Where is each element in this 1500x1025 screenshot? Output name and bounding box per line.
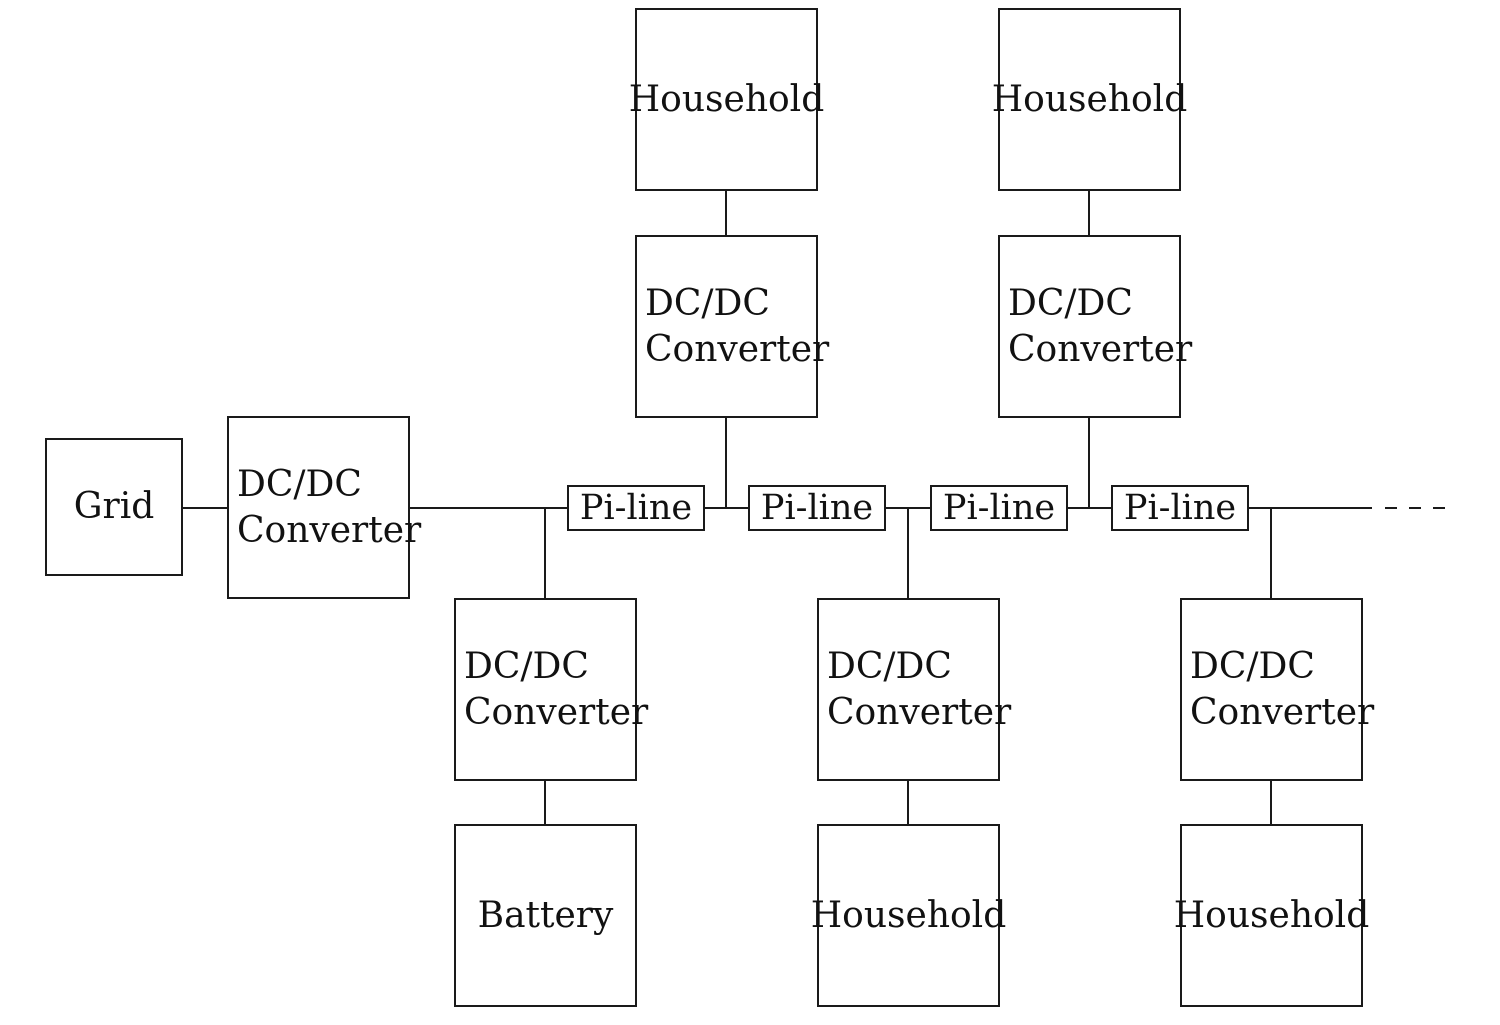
- household-top-1-node: Household: [629, 8, 824, 191]
- pi-line-2: Pi-line: [748, 485, 886, 531]
- converter-label-line2: Converter: [1008, 328, 1193, 370]
- household-label: Household: [1173, 894, 1370, 936]
- battery-converter-node: DC/DC Converter: [454, 598, 648, 781]
- converter-label-line1: DC/DC: [827, 645, 952, 687]
- household-top-2-node: Household: [992, 8, 1187, 191]
- household-bottom-1-node: Household: [811, 824, 1006, 1007]
- battery-node: Battery: [454, 824, 637, 1007]
- pi-line-4: Pi-line: [1111, 485, 1249, 531]
- converter-label-line1: DC/DC: [237, 463, 362, 505]
- pi-line-3: Pi-line: [930, 485, 1068, 531]
- converter-bottom-1-node: DC/DC Converter: [817, 598, 1011, 781]
- converter-top-2-node: DC/DC Converter: [998, 235, 1192, 418]
- pi-line-label: Pi-line: [579, 488, 693, 528]
- pi-line-label: Pi-line: [1123, 488, 1237, 528]
- converter-label-line2: Converter: [827, 691, 1012, 733]
- pi-line-label: Pi-line: [760, 488, 874, 528]
- grid-converter-node: DC/DC Converter: [227, 416, 421, 599]
- pi-line-label: Pi-line: [942, 488, 1056, 528]
- pi-line-1: Pi-line: [567, 485, 705, 531]
- converter-top-1-node: DC/DC Converter: [635, 235, 829, 418]
- converter-bottom-2-node: DC/DC Converter: [1180, 598, 1374, 781]
- converter-label-line2: Converter: [464, 691, 649, 733]
- grid-label: Grid: [73, 486, 155, 527]
- household-bottom-2-node: Household: [1174, 824, 1369, 1007]
- converter-label-line1: DC/DC: [464, 645, 589, 687]
- converter-label-line2: Converter: [645, 328, 830, 370]
- household-label: Household: [810, 894, 1007, 936]
- converter-label-line1: DC/DC: [1008, 282, 1133, 324]
- converter-label-line1: DC/DC: [1190, 645, 1315, 687]
- converter-label-line2: Converter: [237, 509, 422, 551]
- converter-label-line2: Converter: [1190, 691, 1375, 733]
- converter-label-line1: DC/DC: [645, 282, 770, 324]
- household-label: Household: [991, 78, 1188, 120]
- grid-node: Grid: [45, 438, 183, 576]
- battery-label: Battery: [477, 894, 614, 936]
- household-label: Household: [628, 78, 825, 120]
